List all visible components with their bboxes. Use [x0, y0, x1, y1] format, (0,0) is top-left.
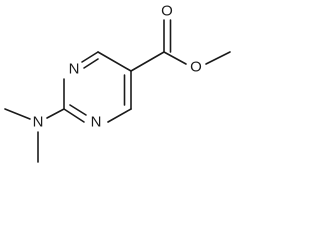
- ester-oxygen-label: O: [190, 59, 202, 76]
- bond-ester-o-to-methyl: [205, 51, 231, 65]
- ring-bond-n3-c2-inner: [69, 104, 87, 116]
- amine-nitrogen-label: N: [33, 114, 44, 131]
- ring-bond-c4-n3: [107, 108, 132, 123]
- ring-nitrogen-bottom-label: N: [91, 114, 102, 131]
- bond-c2-to-amine: [46, 108, 65, 119]
- ring-bond-c6-c5: [97, 51, 132, 72]
- ring-bond-n1-c6-inner: [83, 58, 99, 69]
- ring-nitrogen-top-label: N: [69, 61, 80, 78]
- chemical-structure: N N N O O: [4, 3, 231, 163]
- bond-carbonyl-to-ester-o: [163, 51, 187, 65]
- ring-bond-n1-c6: [81, 51, 99, 63]
- ring-bond-n3-c2: [63, 108, 85, 123]
- bond-amine-to-methyl-left: [4, 108, 31, 120]
- carbonyl-oxygen-label: O: [161, 3, 173, 20]
- bond-ring-to-carbonyl: [130, 51, 165, 72]
